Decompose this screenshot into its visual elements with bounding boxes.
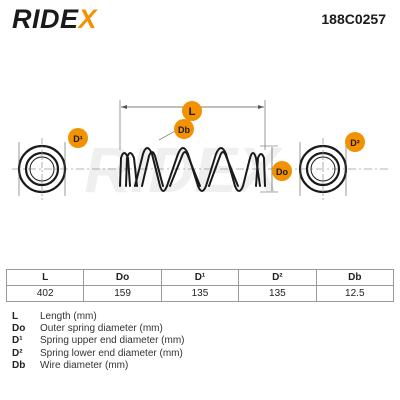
header-upper-diameter: D¹ <box>160 269 240 286</box>
brand-text: RIDE <box>12 4 79 34</box>
header-lower-diameter: D² <box>238 269 317 286</box>
legend-item: Do Outer spring diameter (mm) <box>12 323 185 335</box>
specs-value-row: 402 159 135 135 12.5 <box>5 285 395 302</box>
header-length: L <box>5 269 85 286</box>
specs-header-row: L Do D¹ D² Db <box>5 269 395 286</box>
header-wire-diameter: Db <box>315 269 395 286</box>
label-wire-diameter: Db <box>174 119 194 139</box>
legend-item: D¹ Spring upper end diameter (mm) <box>12 335 185 347</box>
legend-key: Do <box>12 323 26 335</box>
part-number: 188C0257 <box>321 11 386 27</box>
svg-text:D²: D² <box>350 138 360 148</box>
brand-x: X <box>78 4 98 34</box>
spring-end-view-lower <box>298 138 348 200</box>
legend-key: D¹ <box>12 335 23 347</box>
legend-desc: Spring lower end diameter (mm) <box>40 347 183 359</box>
label-lower-diameter: D² <box>345 132 365 152</box>
value-upper-diameter: 135 <box>160 285 240 302</box>
header: RIDEX 188C0257 <box>0 0 400 40</box>
svg-text:Do: Do <box>276 167 288 177</box>
brand-logo: RIDEX <box>12 4 97 35</box>
legend-desc: Spring upper end diameter (mm) <box>40 335 185 347</box>
watermark: RIDEX <box>84 134 283 206</box>
legend-item: D² Spring lower end diameter (mm) <box>12 348 185 360</box>
legend-desc: Wire diameter (mm) <box>40 359 129 371</box>
legend-key: Db <box>12 359 26 371</box>
spring-diagram: RIDEX <box>12 100 388 206</box>
svg-text:L: L <box>189 106 196 118</box>
specs-table: L Do D¹ D² Db 402 159 135 135 12.5 <box>5 269 395 302</box>
legend-desc: Length (mm) <box>40 311 97 322</box>
label-outer-diameter: Do <box>272 161 292 181</box>
legend-key: D² <box>12 347 23 359</box>
legend-desc: Outer spring diameter (mm) <box>40 323 163 335</box>
value-outer-diameter: 159 <box>83 285 162 302</box>
svg-text:D¹: D¹ <box>73 134 83 144</box>
legend-item: L Length (mm) <box>12 311 185 323</box>
svg-text:Db: Db <box>178 125 190 135</box>
value-lower-diameter: 135 <box>238 285 317 302</box>
legend: L Length (mm) Do Outer spring diameter (… <box>12 311 185 372</box>
label-length: L <box>182 101 202 121</box>
coil-spring <box>119 147 266 192</box>
length-dimension <box>119 100 266 150</box>
label-upper-diameter: D¹ <box>68 128 88 148</box>
value-wire-diameter: 12.5 <box>315 285 395 302</box>
spring-end-view-upper <box>17 138 67 200</box>
value-length: 402 <box>5 285 85 302</box>
outer-diameter-dimension <box>260 145 278 193</box>
legend-item: Db Wire diameter (mm) <box>12 360 185 372</box>
header-outer-diameter: Do <box>83 269 162 286</box>
wire-diameter-leader <box>158 129 178 141</box>
legend-key: L <box>12 311 19 322</box>
